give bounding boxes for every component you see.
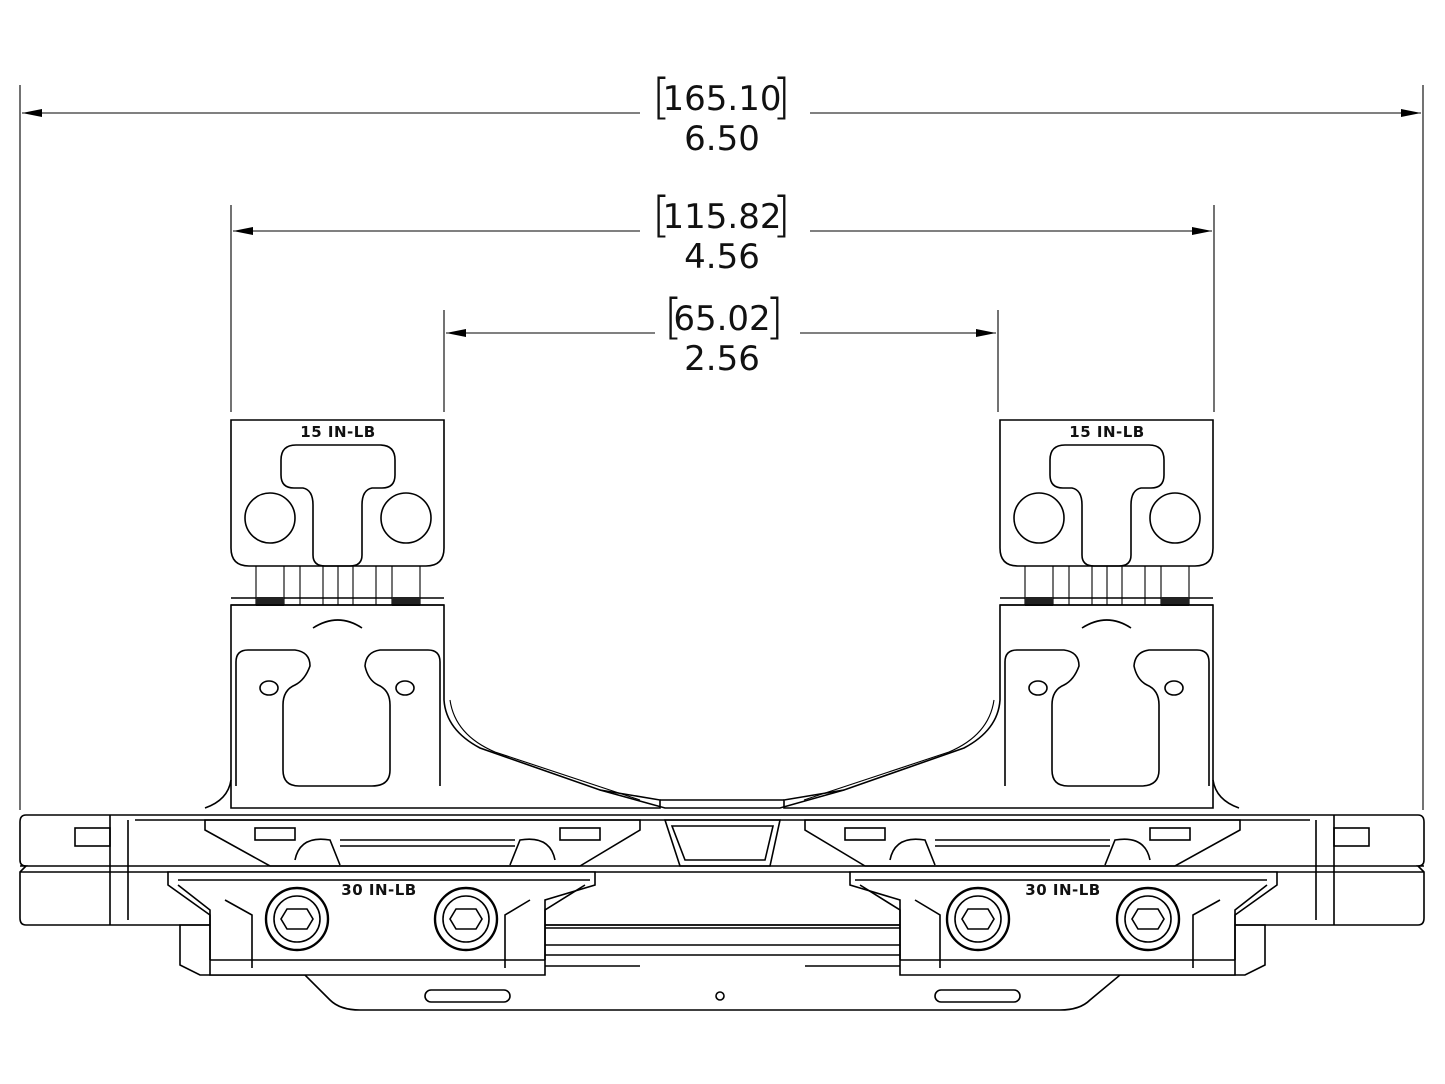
dim-overall-imperial: 6.50 (684, 119, 760, 159)
ring-cap-right-bolt-left (1013, 492, 1065, 544)
svg-text:[: [ (652, 69, 671, 125)
ring-cap-left-bolt-left (244, 492, 296, 544)
ring-base-right (783, 604, 1214, 809)
torque-label-ring-left: 15 IN-LB (300, 423, 375, 441)
dimension-ring-inner: [ ] 65.02 2.56 (443, 289, 999, 412)
dim-ring-inner-imperial: 2.56 (684, 339, 760, 379)
ring-left: 15 IN-LB (204, 419, 661, 809)
screw-thread-icon (1161, 597, 1189, 606)
ring-cap-right-bolt-right (1149, 492, 1201, 544)
ring-cap-right-slot (1049, 444, 1165, 567)
base-slot-right (934, 989, 1021, 1003)
dim-ring-inner-metric: 65.02 (673, 299, 770, 339)
ring-cap-right (999, 419, 1214, 567)
ring-cap-left-bolt-right (380, 492, 432, 544)
base-lower-body (179, 924, 1266, 1011)
torque-label-clamp-left: 30 IN-LB (341, 881, 416, 899)
svg-text:]: ] (772, 69, 791, 125)
screw-thread-icon (392, 597, 420, 606)
svg-text:[: [ (652, 187, 671, 243)
torque-label-ring-right: 15 IN-LB (1069, 423, 1144, 441)
svg-text:]: ] (772, 187, 791, 243)
recoil-lug (663, 819, 781, 867)
base-slot-left (424, 989, 511, 1003)
rail-slot-left (74, 827, 111, 847)
center-bridge (599, 789, 845, 809)
torque-label-clamp-right: 30 IN-LB (1025, 881, 1100, 899)
dimension-ring-outer: [ ] 115.82 4.56 (230, 187, 1215, 412)
dimension-overall: [ ] 165.10 6.50 (19, 69, 1424, 810)
clamp-upper-left (204, 819, 641, 867)
hex-bolt-icon (264, 886, 330, 952)
hex-bolt-icon (433, 886, 499, 952)
ring-base-left-slot (248, 649, 441, 787)
base-rail-outer (19, 814, 1425, 926)
dim-ring-outer-metric: 115.82 (663, 197, 782, 237)
screw-thread-icon (256, 597, 284, 606)
hex-bolt-icon (1115, 886, 1181, 952)
ring-base-right-pin-right (1164, 680, 1184, 696)
ring-base-right-pin-left (1028, 680, 1048, 696)
ring-cap-left (230, 419, 445, 567)
ring-right: 15 IN-LB (783, 419, 1240, 809)
ring-base-left-pin-left (259, 680, 279, 696)
dim-ring-outer-imperial: 4.56 (684, 237, 760, 277)
ring-cap-left-slot (280, 444, 396, 567)
screw-thread-icon (1025, 597, 1053, 606)
dim-overall-metric: 165.10 (663, 79, 782, 119)
svg-text:[: [ (664, 289, 683, 345)
rail-slot-right (1333, 827, 1370, 847)
clamp-upper-right (804, 819, 1241, 867)
ring-base-right-slot (1017, 649, 1210, 787)
ring-base-left-pin-right (395, 680, 415, 696)
mount-base: 30 IN-LB 30 IN-LB (19, 814, 1425, 1011)
hex-bolt-icon (945, 886, 1011, 952)
ring-base-left (230, 604, 661, 809)
svg-text:]: ] (765, 289, 784, 345)
